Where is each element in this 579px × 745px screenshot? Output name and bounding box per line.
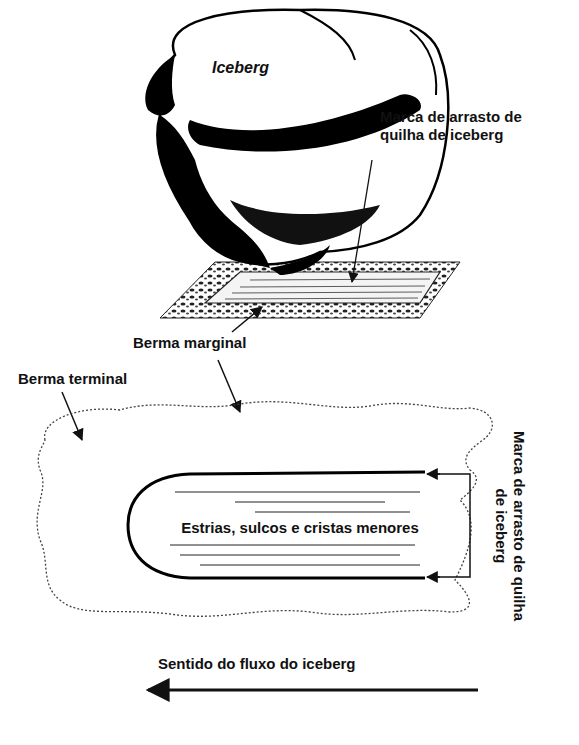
drag-mark-label: Marca de arrasto de quilha de iceberg: [380, 108, 560, 144]
drag-mark-label: Marca de arrasto de quilha de iceberg: [492, 426, 528, 626]
striations-label: Estrias, sulcos e cristas menores: [178, 518, 422, 538]
iceberg-label: Iceberg: [212, 58, 332, 77]
terminal-berm-label: Berma terminal: [18, 370, 168, 388]
marginal-berm-label: Berma marginal: [133, 334, 293, 352]
flow-direction-label: Sentido do fluxo do iceberg: [158, 655, 458, 673]
